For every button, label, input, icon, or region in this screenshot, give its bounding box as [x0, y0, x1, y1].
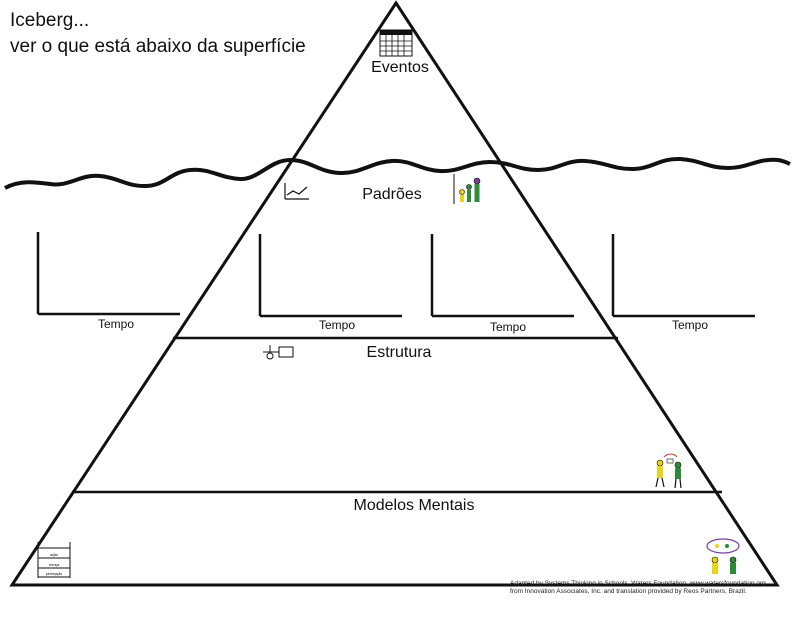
graph-3-axis-label: Tempo	[489, 320, 527, 334]
graph-4-axis-label: Tempo	[671, 318, 709, 332]
water-surface-wave	[4, 156, 791, 190]
ladder-of-inference-icon: ação crença percepção	[37, 542, 71, 578]
level-patterns-label: Padrões	[362, 186, 422, 203]
growing-people-icon	[453, 174, 481, 204]
graph-2	[258, 234, 402, 318]
credits: Adapted by Systems Thinking in Schools, …	[510, 580, 780, 596]
people-discussing-icon	[655, 453, 682, 489]
ladder-step-1: ação	[50, 553, 58, 557]
graph-4	[611, 234, 755, 318]
stock-flow-icon	[263, 345, 294, 360]
level-events-label: Eventos	[371, 59, 429, 76]
ladder-step-3: percepção	[46, 572, 62, 576]
diagram-title: Iceberg...	[10, 10, 90, 31]
diagram-subtitle: ver o que está abaixo da superfície	[10, 36, 306, 57]
thinking-people-icon	[706, 538, 740, 574]
trend-chart-icon	[284, 183, 309, 200]
graph-1	[36, 232, 180, 316]
graph-1-axis-label: Tempo	[97, 317, 135, 331]
pyramid-outline	[9, 0, 780, 587]
level-structure-label: Estrutura	[366, 344, 432, 361]
ladder-step-2: crença	[49, 563, 60, 567]
credits-line-1: Adapted by Systems Thinking in Schools, …	[510, 580, 766, 587]
level-mental-models-label: Modelos Mentais	[353, 497, 475, 514]
graph-2-axis-label: Tempo	[318, 318, 356, 332]
credits-line-2: from Innovation Associates, Inc. and tra…	[510, 588, 747, 595]
calendar-icon	[379, 29, 413, 57]
graph-3	[430, 234, 574, 318]
